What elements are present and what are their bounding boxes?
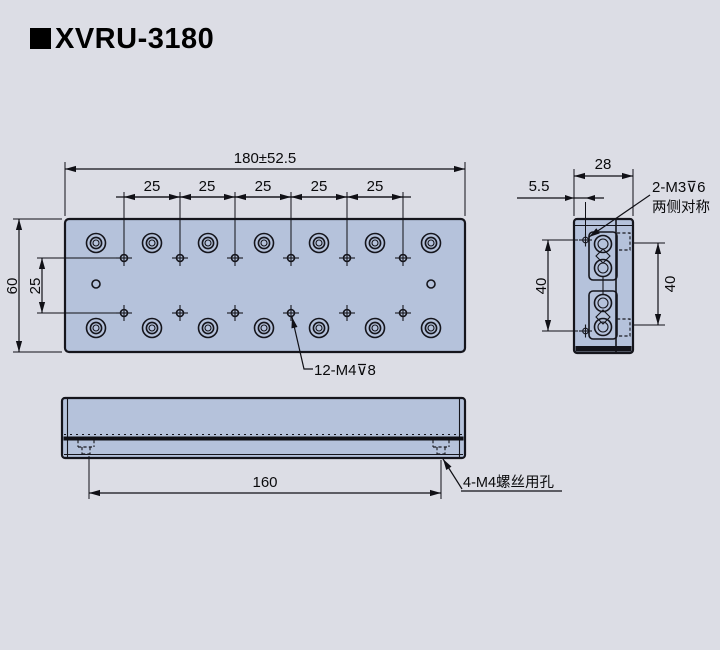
dim-offset-text: 5.5 [529,178,550,195]
dim-left-pitch: 40 [533,239,578,332]
dim-height: 60 [4,218,62,353]
top-view-plate [63,217,467,354]
dim-left-pitch-text: 40 [533,278,550,295]
hidden-screw-holes-left [77,440,95,455]
dim-pitch-1: 25 [144,178,161,195]
dim-right-pitch: 40 [634,242,679,326]
title-bullet-icon [30,28,51,49]
dim-row-pitch-text: 25 [27,278,44,295]
dim-pitch-chain: 25 25 25 25 25 [116,178,411,201]
dim-pitch-4: 25 [311,178,328,195]
dim-depth-text: 28 [595,156,612,173]
dim-total-width: 180±52.5 [64,150,466,216]
side-view: 28 5.5 40 40 2-M3⊽6 两侧对称 [517,156,710,355]
front-view: 160 4-M4螺丝用孔 [60,396,562,499]
label-screw-holes-text: 4-M4螺丝用孔 [463,474,555,491]
slide-gap-band [63,436,464,441]
dim-depth: 28 [573,156,634,216]
label-screw-holes: 4-M4螺丝用孔 [442,458,562,492]
dim-pitch-3: 25 [255,178,272,195]
dim-offset: 5.5 [517,178,604,235]
page-title: XVRU-3180 [55,23,214,55]
dim-right-pitch-text: 40 [662,276,679,293]
label-side-holes: 2-M3⊽6 两侧对称 [588,179,710,238]
pitch-extension-lines [123,192,404,250]
hidden-feature-upper [617,232,631,251]
label-tapped-holes-text: 12-M4⊽8 [314,362,376,379]
adjust-cam-upper [595,248,611,264]
dim-pitch-5: 25 [367,178,384,195]
title-block: XVRU-3180 [30,23,214,55]
side-view-base-edge [575,346,632,352]
dim-pitch-2: 25 [199,178,216,195]
pin-hole-right [426,279,436,289]
front-view-body [60,396,467,460]
dim-row-pitch: 25 [27,257,116,314]
dim-height-text: 60 [4,278,21,295]
hidden-feature-lower [617,318,631,337]
pin-hole-left [91,279,101,289]
roller-block-lower [588,290,618,340]
adjust-cam-lower [595,309,611,325]
dim-length-text: 160 [252,474,277,491]
hidden-screw-holes-right [432,440,450,455]
dim-total-width-text: 180±52.5 [234,150,296,167]
label-side-holes-line1: 2-M3⊽6 [652,179,706,196]
top-view: 180±52.5 25 25 25 25 25 60 [4,150,467,379]
label-tapped-holes: 12-M4⊽8 [291,316,376,379]
label-side-holes-line2: 两侧对称 [652,199,710,216]
dim-length: 160 [88,456,442,499]
